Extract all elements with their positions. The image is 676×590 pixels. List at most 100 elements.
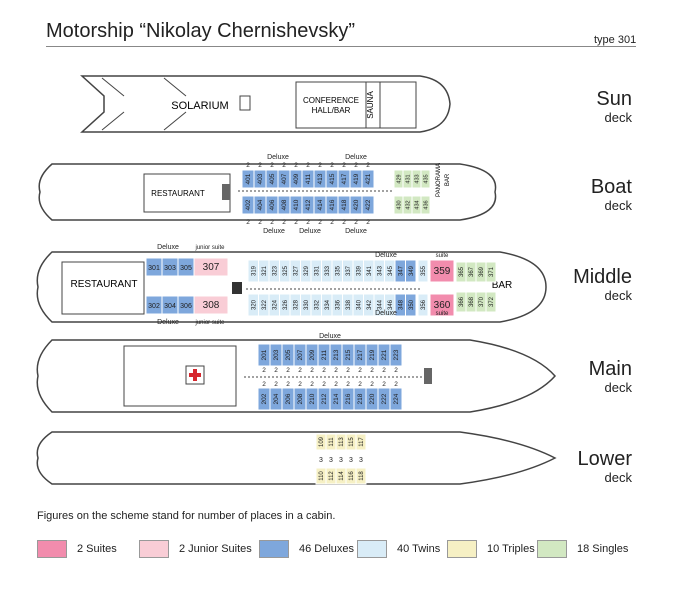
boat-places-top: 2 [294, 162, 298, 169]
boat-cabin-407-number: 407 [281, 173, 288, 184]
middle-deluxe-label: Deluxe [157, 319, 179, 326]
middle-junior-label: junior suite [194, 245, 225, 251]
boat-deck-details: RESTAURANT PANORAMA BAR [143, 163, 451, 213]
legend-label: 18 Singles [577, 543, 629, 555]
deck-label-sun: Sun deck [512, 88, 632, 126]
lower-cabin-111-number: 111 [329, 437, 335, 447]
deck-word: deck [604, 198, 632, 213]
main-places-top: 2 [370, 367, 374, 374]
main-cabin-203-number: 203 [273, 349, 280, 360]
main-places-bottom: 2 [370, 381, 374, 388]
middle-junior-label: junior suite [194, 320, 225, 326]
middle-cabin-319-number: 319 [251, 265, 257, 276]
deck-label-middle: Middle deck [512, 266, 632, 304]
boat-deluxe-label: Deluxe [345, 154, 367, 161]
main-cabin-219-number: 219 [369, 349, 376, 360]
main-deck-hull [36, 339, 557, 413]
legend-swatch [259, 540, 289, 558]
main-cabin-208-number: 208 [297, 393, 304, 404]
middle-cabin-356-number: 356 [421, 299, 427, 310]
main-cabin-213-number: 213 [333, 349, 340, 360]
legend-item-deluxes: 46 Deluxes [259, 539, 354, 559]
main-places-top: 2 [334, 367, 338, 374]
deck-label-boat: Boat deck [512, 176, 632, 214]
middle-deluxe-label: Deluxe [157, 244, 179, 251]
boat-cabin-435-number: 435 [424, 174, 430, 183]
middle-cabin-350-number: 350 [409, 299, 415, 310]
main-places-bottom: 2 [382, 381, 386, 388]
middle-cabin-327-number: 327 [293, 265, 299, 276]
boat-cabin-414-number: 414 [317, 199, 324, 210]
middle-cabin-301-number: 301 [148, 265, 160, 272]
boat-cabin-432-number: 432 [406, 200, 412, 209]
middle-cabin-349-number: 349 [409, 265, 415, 276]
middle-cabin-346-number: 346 [388, 299, 394, 310]
boat-cabin-403-number: 403 [257, 173, 264, 184]
boat-cabin-410-number: 410 [293, 199, 300, 210]
middle-bar-label: BAR [492, 280, 513, 291]
boat-places-top: 2 [282, 162, 286, 169]
boat-deluxe-label: Deluxe [267, 154, 289, 161]
conference-hall-box [295, 81, 417, 129]
main-deck-details [123, 345, 432, 407]
boat-places-top: 2 [366, 162, 370, 169]
main-cabin-224 [389, 387, 403, 411]
boat-places-bottom: 2 [354, 219, 358, 226]
legend-swatch [139, 540, 169, 558]
boat-places-bottom: 2 [294, 219, 298, 226]
boat-places-top: 2 [342, 162, 346, 169]
main-cabin-210-number: 210 [309, 393, 316, 404]
middle-cabin-336-number: 336 [335, 299, 341, 310]
deck-name: Sun [596, 88, 632, 110]
legend-swatch [357, 540, 387, 558]
middle-cabin-344-number: 344 [377, 299, 383, 310]
middle-cabin-339-number: 339 [356, 265, 362, 276]
main-cabin-221-number: 221 [381, 349, 388, 360]
title-divider [46, 46, 636, 47]
deck-plan: SOLARIUM CONFERENCE HALL/BAR SAUNA RESTA… [36, 75, 557, 485]
boat-deluxe-label: Deluxe [299, 228, 321, 235]
main-places-top: 2 [394, 367, 398, 374]
middle-cabin-369-number: 369 [479, 266, 485, 277]
cabins-layer [145, 169, 497, 485]
boat-cabin-402-number: 402 [245, 199, 252, 210]
main-places-top: 2 [274, 367, 278, 374]
middle-cabin-365-number: 365 [459, 266, 465, 277]
middle-cabin-347-number: 347 [398, 265, 404, 276]
middle-deluxe-label: Deluxe [375, 252, 397, 259]
middle-restaurant-label: RESTAURANT [70, 279, 137, 290]
middle-cabin-343-number: 343 [377, 265, 383, 276]
middle-cabin-303-number: 303 [164, 265, 176, 272]
main-places-bottom: 2 [334, 381, 338, 388]
deck-word: deck [604, 110, 632, 125]
boat-cabin-415-number: 415 [329, 173, 336, 184]
boat-places-bottom: 2 [342, 219, 346, 226]
conference-label-line2: HALL/BAR [312, 106, 351, 115]
legend-item-junior-suites: 2 Junior Suites [139, 539, 252, 559]
deck-name: Lower [577, 448, 632, 470]
lower-cabin-110-number: 110 [319, 471, 325, 481]
legend-label: 2 Suites [77, 543, 117, 555]
main-places-top: 2 [310, 367, 314, 374]
boat-cabin-421-number: 421 [365, 173, 372, 184]
boat-restaurant-label: RESTAURANT [151, 189, 205, 198]
middle-cabin-322-number: 322 [262, 299, 268, 310]
middle-cabin-325-number: 325 [283, 265, 289, 276]
boat-cabin-417-number: 417 [341, 173, 348, 184]
main-cabin-201-number: 201 [261, 349, 268, 360]
middle-cabin-368-number: 368 [469, 296, 475, 307]
middle-cabin-308-number: 308 [203, 300, 220, 311]
boat-cabin-430-number: 430 [397, 200, 403, 209]
main-places-top: 2 [286, 367, 290, 374]
boat-places-bottom: 2 [258, 219, 262, 226]
boat-cabin-419-number: 419 [353, 173, 360, 184]
middle-cabin-370-number: 370 [479, 296, 485, 307]
main-cabin-222-number: 222 [381, 393, 388, 404]
boat-cabin-422 [361, 195, 375, 215]
middle-cabin-367-number: 367 [469, 266, 475, 277]
boat-deluxe-label: Deluxe [263, 228, 285, 235]
middle-cabin-337-number: 337 [346, 265, 352, 276]
lower-cabin-116-number: 116 [349, 471, 355, 481]
panorama-label-line2: BAR [445, 173, 451, 186]
middle-deck-details: RESTAURANT BAR [61, 261, 513, 315]
